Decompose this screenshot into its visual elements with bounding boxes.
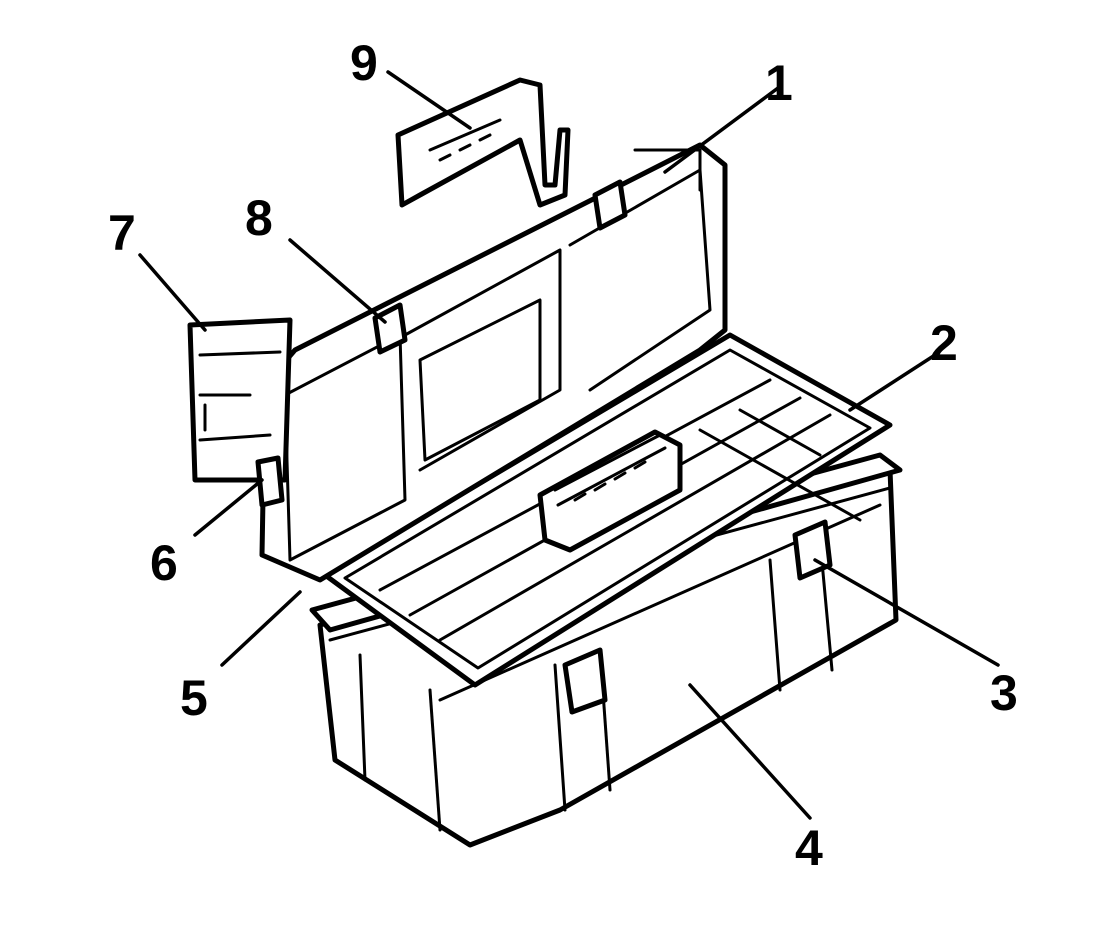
callout-2: 2 [930,315,958,371]
tray-handle [537,429,683,553]
callout-3: 3 [990,665,1018,721]
organizer-hinge [372,179,628,355]
side-organizer [187,317,293,483]
callout-6: 6 [150,535,178,591]
leader-1 [663,86,780,174]
leader-6 [193,478,264,537]
callout-8: 8 [245,190,273,246]
callout-9: 9 [350,35,378,91]
front-latch-left [562,647,608,715]
side-latch [255,455,285,508]
leader-3 [813,558,1000,667]
front-latch-right [792,519,833,581]
leader-4 [688,683,812,820]
toolbox-lid [259,142,728,583]
callout-1: 1 [765,55,793,111]
carry-handle [395,77,571,208]
leader-8 [288,238,387,324]
leader-2 [848,353,937,412]
leader-9 [386,70,472,130]
callout-7: 7 [108,205,136,261]
callout-5: 5 [180,670,208,726]
leader-7 [138,253,207,332]
callout-4: 4 [795,820,823,876]
leader-5 [220,590,302,667]
